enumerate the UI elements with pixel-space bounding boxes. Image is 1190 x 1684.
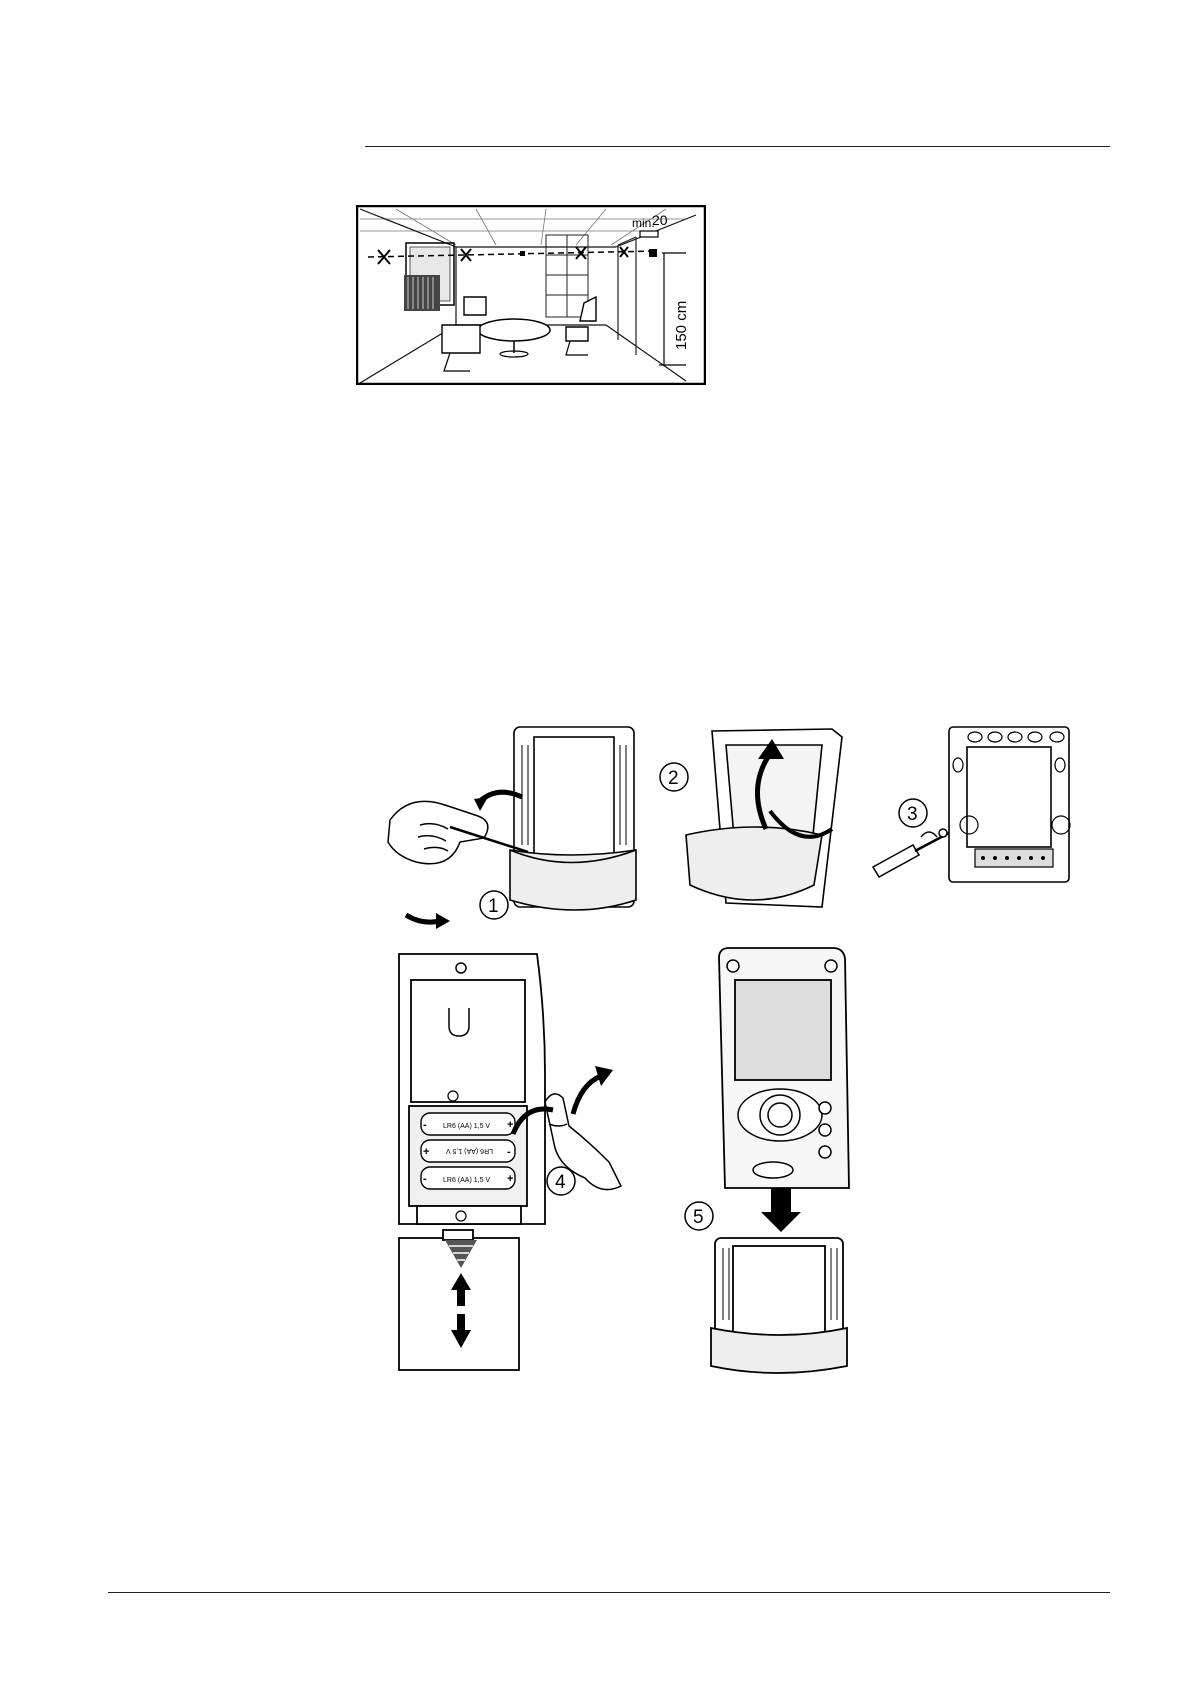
step4-number: 4 — [555, 1172, 566, 1193]
battery-2-label: LR6 (AA) 1,5 V — [446, 1147, 493, 1154]
step1-number: 1 — [488, 896, 499, 917]
svg-text:+: + — [423, 1146, 429, 1158]
step2-figure: 2 — [650, 725, 860, 915]
header-rule — [365, 146, 1110, 147]
svg-text:-: - — [507, 1146, 511, 1158]
step5-number: 5 — [693, 1207, 704, 1228]
battery-1-label: LR6 (AA) 1,5 V — [443, 1123, 490, 1130]
step1-figure: 1 — [380, 725, 640, 940]
svg-text:+: + — [507, 1173, 513, 1185]
step3-number: 3 — [907, 804, 918, 825]
step5-figure: 5 — [675, 940, 875, 1375]
step4-figure: LR6 (AA) 1,5 V LR6 (AA) 1,5 V LR6 (AA) 1… — [395, 948, 630, 1373]
footer-rule — [108, 1592, 1110, 1593]
step2-number: 2 — [668, 768, 679, 789]
step3-figure: 3 — [865, 725, 1080, 890]
min-value: 20 — [652, 212, 668, 228]
room-placement-figure: min. 20 150 cm — [356, 205, 706, 385]
battery-3-label: LR6 (AA) 1,5 V — [443, 1177, 490, 1184]
height-label: 150 cm — [673, 301, 690, 350]
svg-text:-: - — [423, 1173, 427, 1185]
svg-text:-: - — [423, 1119, 427, 1131]
